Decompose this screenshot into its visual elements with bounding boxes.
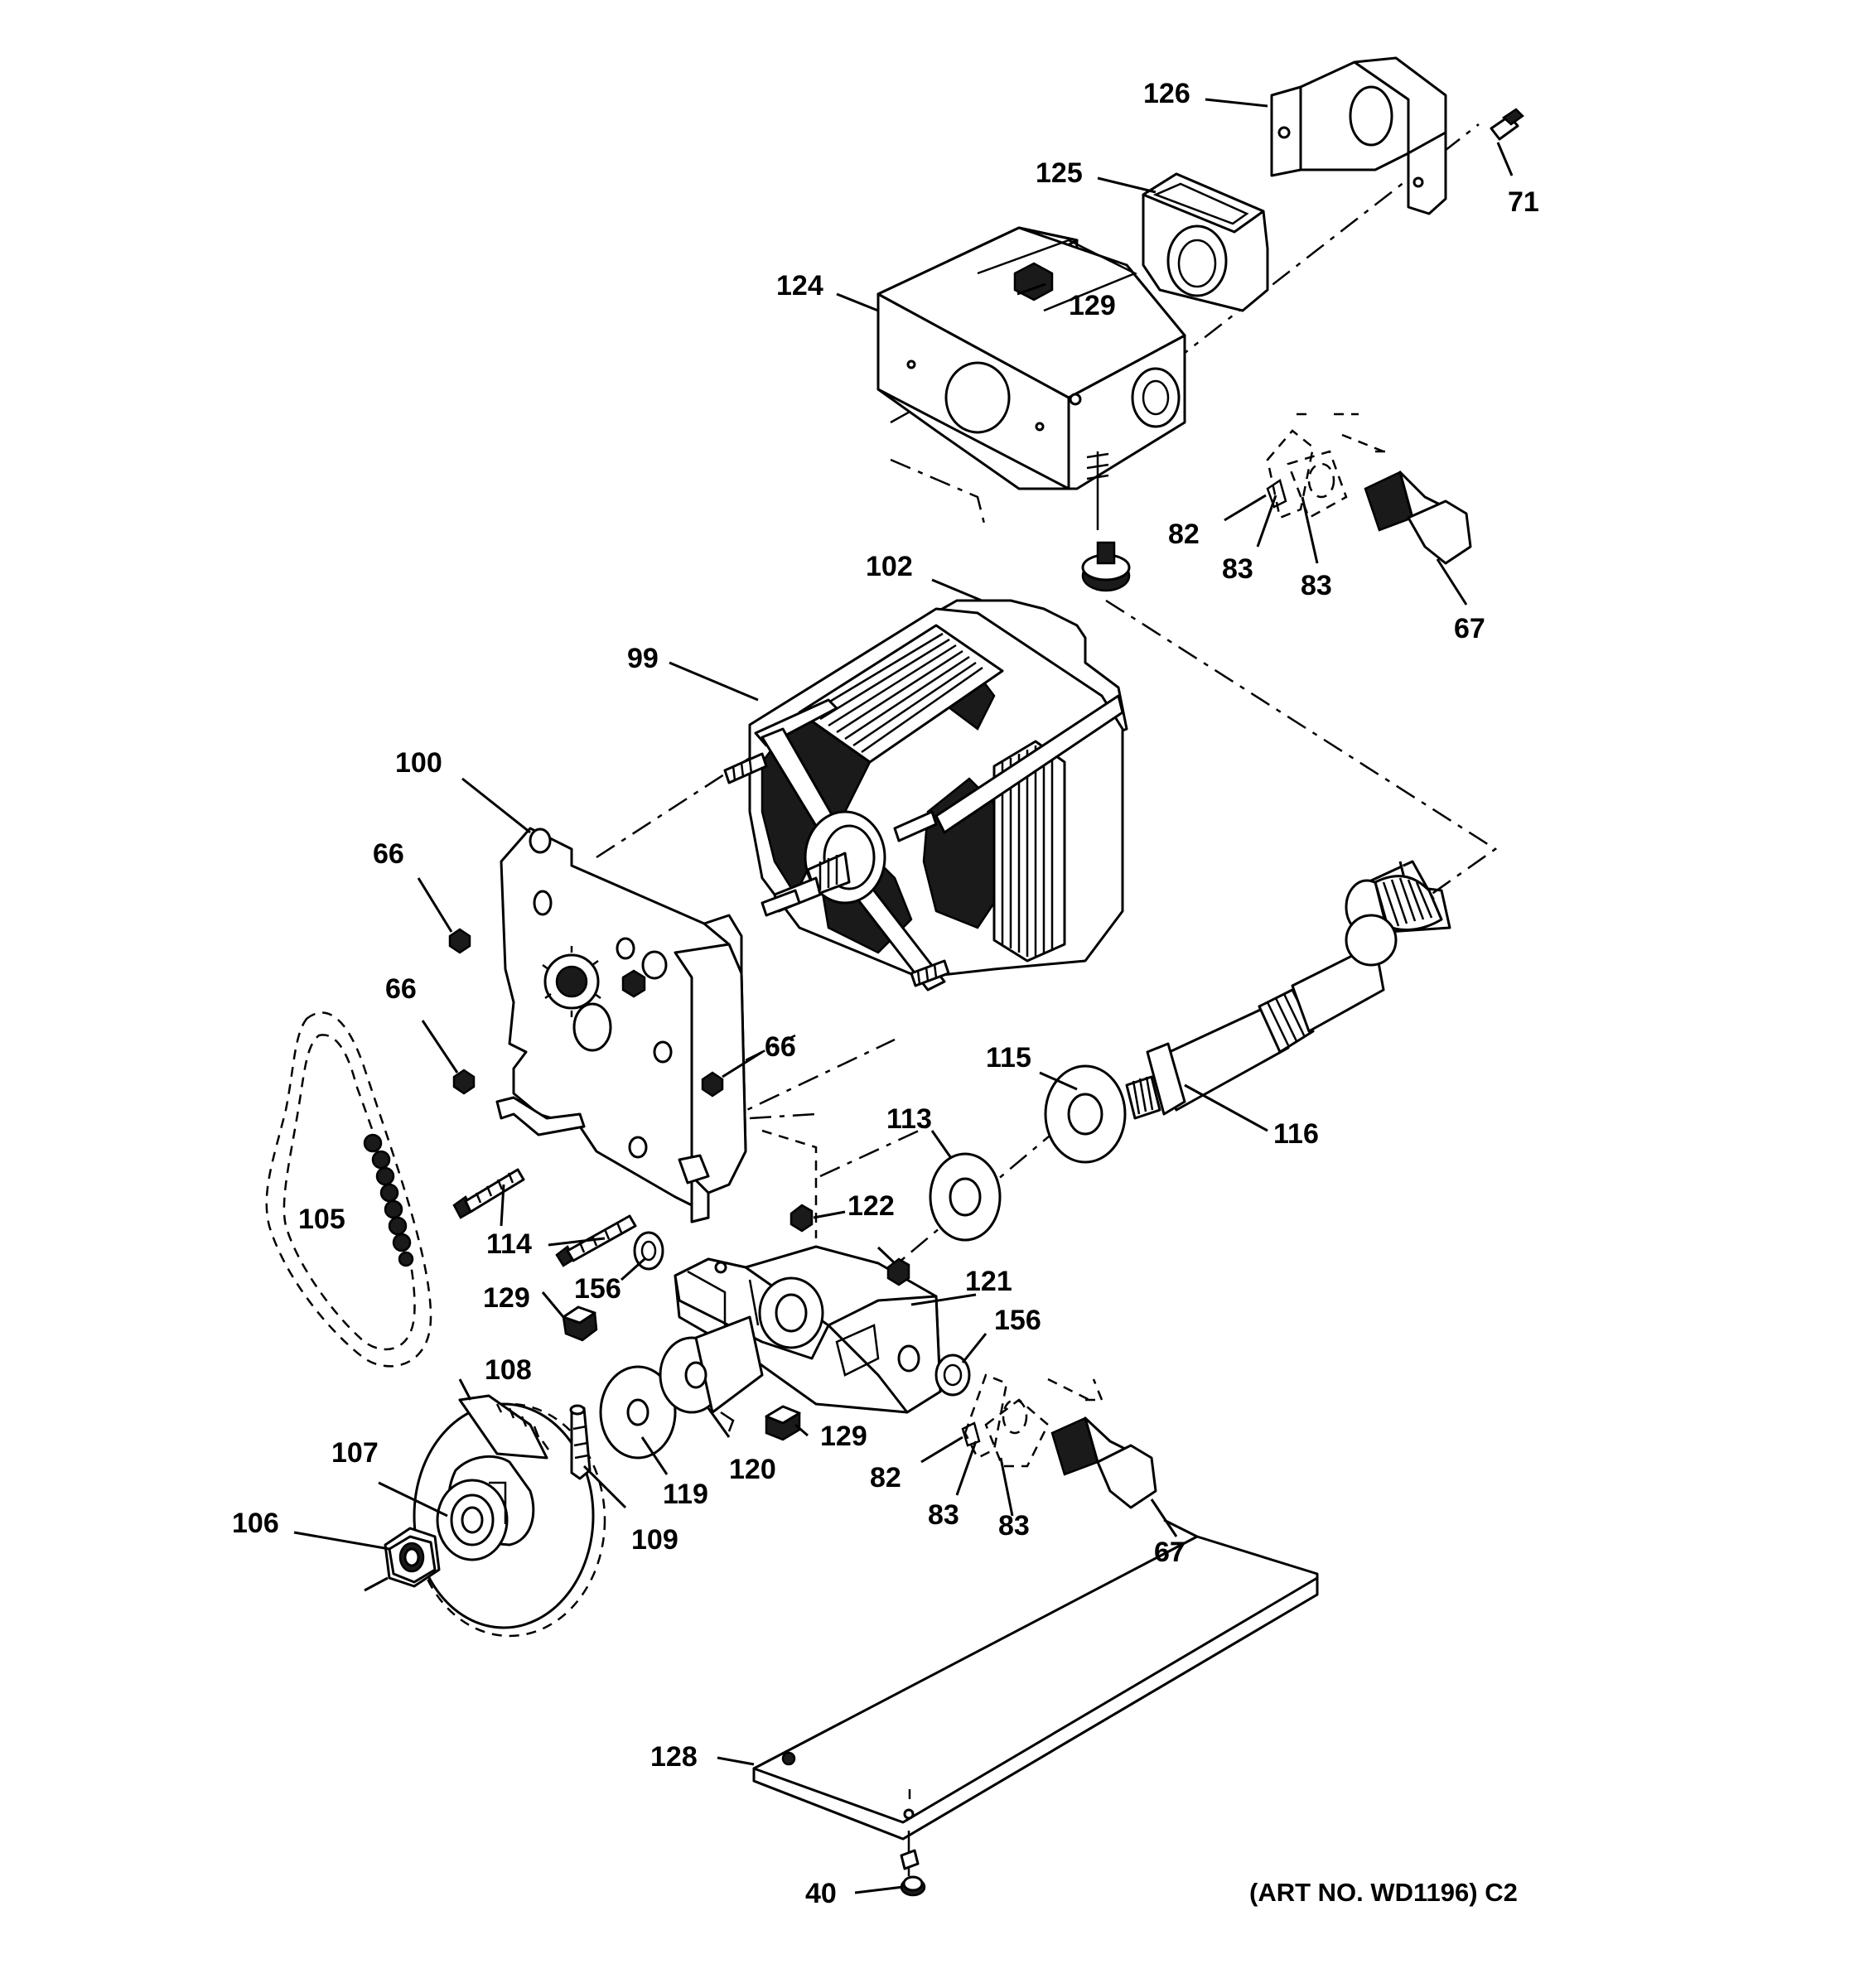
callout-129-lower: 129 [820,1421,867,1452]
part-82-83-upper-washers [1266,413,1359,519]
callout-156-left: 156 [574,1273,621,1305]
callout-126: 126 [1143,78,1190,109]
callout-125: 125 [1036,157,1083,189]
part-106-nut [364,1527,441,1592]
callout-115: 115 [986,1042,1031,1074]
callout-128: 128 [650,1741,698,1773]
callout-120: 120 [729,1454,776,1485]
part-156-washer-left [633,1231,664,1271]
part-122-nut-b [886,1257,910,1286]
callout-66-a: 66 [373,838,404,870]
callout-107: 107 [331,1437,379,1469]
part-66-nut-c [701,1071,724,1098]
callout-116: 116 [1273,1118,1319,1150]
callout-109: 109 [631,1524,678,1556]
part-115-washer [1044,1064,1127,1164]
callout-129-left: 129 [483,1282,530,1314]
callout-113: 113 [886,1103,932,1135]
callout-83-upper-b: 83 [1301,570,1332,601]
callout-67-lower: 67 [1154,1537,1186,1568]
callout-82-upper: 82 [1168,519,1200,550]
callout-66-b: 66 [385,973,417,1005]
callout-106: 106 [232,1508,279,1539]
callout-71: 71 [1508,186,1539,218]
part-105-belt [265,1011,432,1368]
part-124-mount-bracket [876,226,1186,490]
callout-156-right: 156 [994,1305,1041,1336]
callout-99: 99 [627,643,659,674]
part-100-gear-housing [495,827,747,1223]
callout-labels: 126 125 71 124 129 82 83 83 67 102 99 10… [232,78,1539,1909]
callout-67-upper: 67 [1454,613,1485,644]
part-82-83-lower-washers [961,1373,1050,1468]
callout-83-upper-a: 83 [1222,553,1253,585]
callout-83-lower-b: 83 [998,1510,1030,1542]
part-67-bolt-lower [1050,1416,1157,1509]
callout-124: 124 [776,270,823,302]
art-number: (ART NO. WD1196) C2 [1249,1878,1518,1907]
part-128-base-plate [752,1518,1319,1841]
callout-108: 108 [485,1354,532,1386]
part-119-washer [599,1365,677,1460]
callout-121: 121 [965,1266,1012,1297]
part-129-nut-left [562,1305,598,1342]
callout-66-c: 66 [765,1031,796,1063]
part-129-nut-lower [765,1405,801,1441]
callout-40: 40 [805,1878,837,1909]
part-121-bearing-housing [674,1245,942,1414]
part-40-screw [900,1831,926,1897]
part-66-nut-b [452,1069,476,1095]
part-126-bracket [1270,56,1447,215]
callout-105: 105 [298,1204,345,1235]
part-99-motor [723,599,1128,992]
part-156-washer-right [934,1353,971,1397]
part-125-bushing-block [1142,172,1269,312]
callout-82-lower: 82 [870,1462,901,1493]
part-71-screw [1490,108,1524,141]
part-122-nut-a [790,1204,814,1233]
part-107-hub [436,1455,535,1561]
part-116-shaft [1125,860,1451,1120]
part-66-nut-a [448,928,471,954]
part-120-pulley-hub [659,1315,764,1432]
callout-119: 119 [663,1479,708,1510]
callout-100: 100 [395,747,442,779]
part-109-pin [569,1404,592,1480]
part-114-bolts [452,1168,637,1267]
part-67-bolt-upper [1364,470,1472,565]
callout-129-top: 129 [1069,290,1116,321]
callout-83-lower-a: 83 [928,1499,959,1531]
part-mount-screw [1081,451,1131,592]
callout-114: 114 [486,1228,532,1260]
callout-122: 122 [847,1190,895,1222]
leader-lines [293,98,1514,1894]
part-113-washer [929,1152,1002,1242]
callout-102: 102 [866,551,913,582]
